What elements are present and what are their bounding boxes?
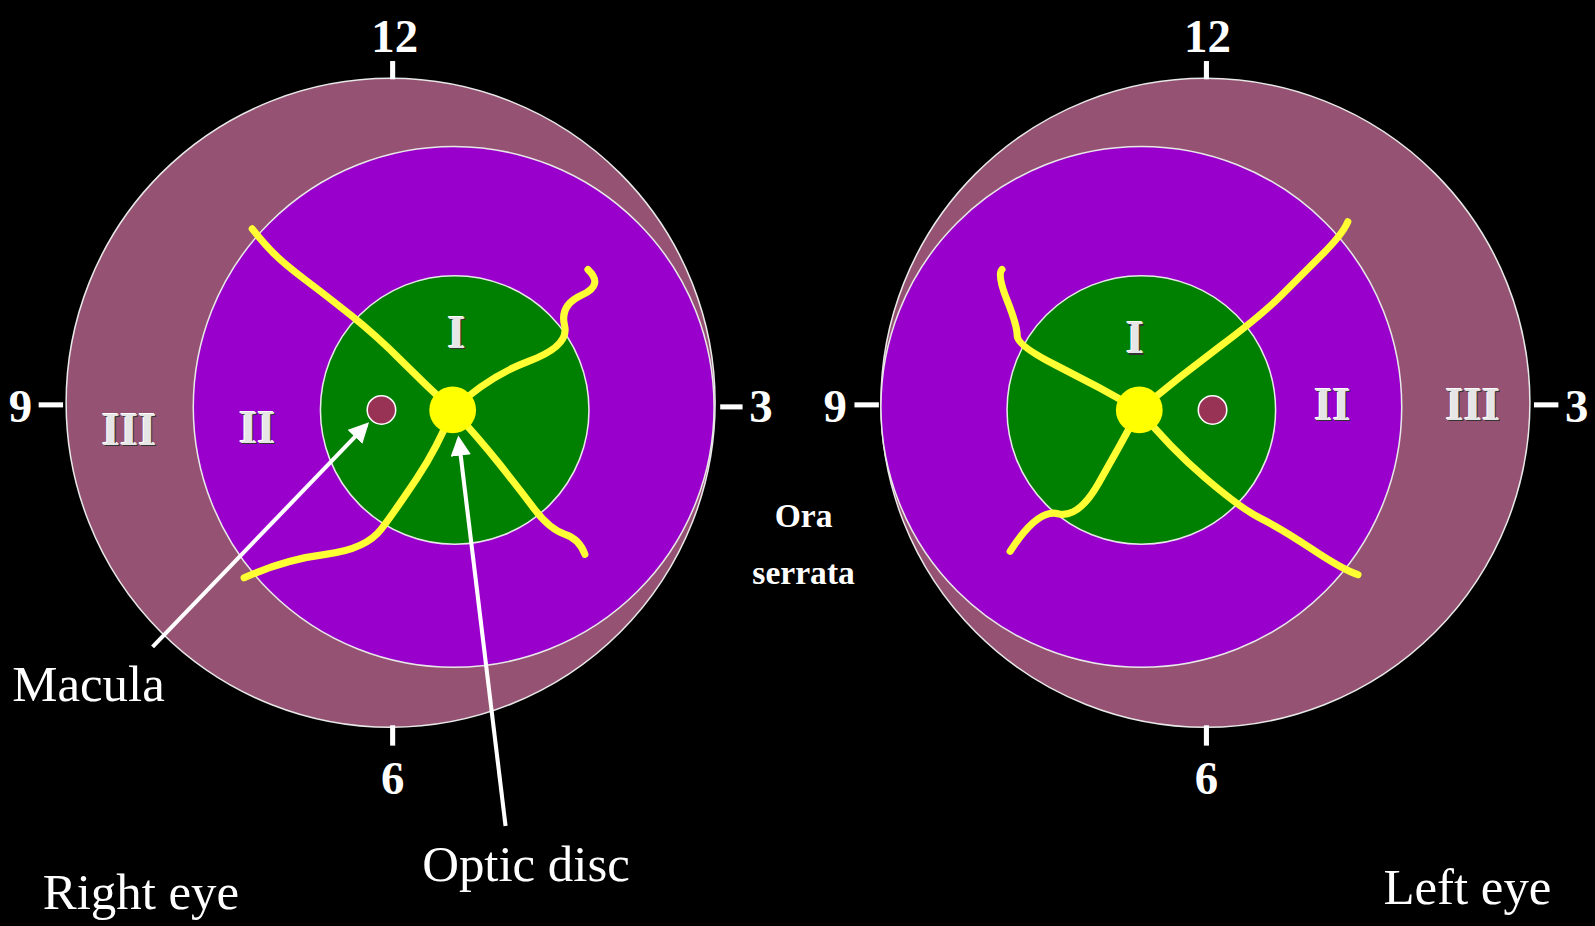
clock-number: 9 bbox=[823, 381, 846, 432]
clock-number: 12 bbox=[1184, 11, 1231, 62]
macula bbox=[367, 396, 395, 424]
zone-label: III bbox=[102, 402, 157, 456]
macula bbox=[1198, 396, 1226, 424]
clock-number: 6 bbox=[1195, 753, 1218, 804]
structure-label: Ora serrata bbox=[727, 487, 880, 601]
clock-ticks bbox=[39, 61, 1559, 746]
clock-number: 6 bbox=[381, 753, 404, 804]
zone-label: II bbox=[1314, 377, 1350, 431]
optic-disc bbox=[429, 387, 476, 434]
clock-number: 3 bbox=[1565, 381, 1588, 432]
zone-label: I bbox=[448, 306, 466, 360]
clock-number: 3 bbox=[749, 381, 772, 432]
zone-label: II bbox=[239, 400, 275, 454]
leader-arrow bbox=[459, 439, 506, 826]
clock-number: 9 bbox=[9, 381, 32, 432]
eye-caption: Left eye bbox=[1383, 860, 1551, 916]
clock-number: 12 bbox=[371, 11, 418, 62]
callout-label: Macula bbox=[12, 656, 165, 712]
zone-label: I bbox=[1126, 311, 1144, 365]
zone-label: III bbox=[1446, 377, 1501, 431]
leader-arrow bbox=[153, 425, 367, 647]
callout-label: Optic disc bbox=[422, 836, 630, 892]
eye-caption: Right eye bbox=[43, 865, 239, 921]
optic-disc bbox=[1116, 387, 1163, 434]
